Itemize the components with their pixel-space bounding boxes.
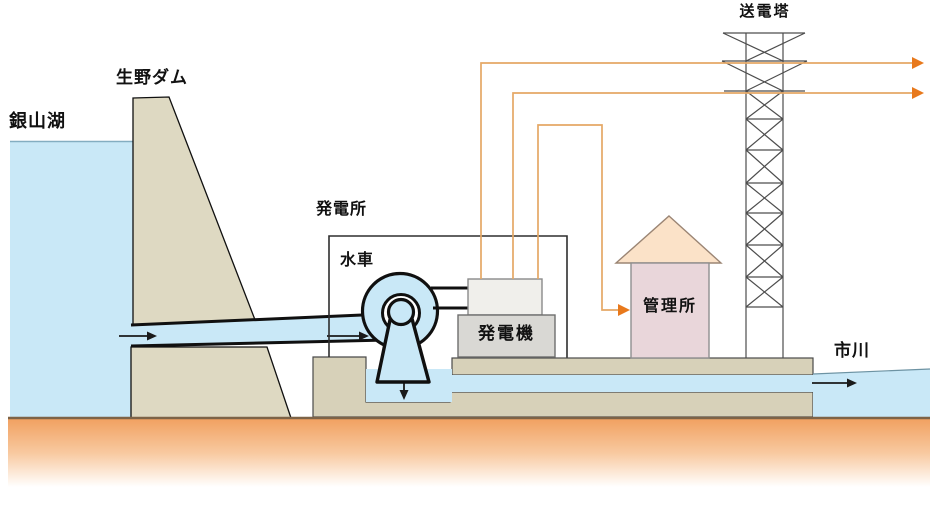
flow-arrowhead-penstock	[359, 331, 369, 341]
dam-label: 生野ダム	[116, 68, 188, 87]
river-surface-line	[812, 368, 930, 375]
office-roof	[614, 215, 723, 264]
generator-body-box	[457, 314, 556, 358]
flow-arrowhead-intake	[147, 331, 157, 341]
plant-label: 発電所	[316, 201, 368, 218]
power-line-office	[537, 124, 619, 311]
tailrace-channel-water	[452, 375, 813, 392]
river-water	[813, 369, 930, 417]
generator-label: 発電機	[478, 324, 535, 343]
power-lines	[480, 62, 913, 311]
power-line-2	[512, 92, 913, 279]
water-flow-arrows	[119, 331, 857, 400]
power-arrowhead-1	[912, 57, 924, 69]
power-arrowhead-2	[912, 87, 924, 99]
ground	[8, 419, 930, 487]
transmission-tower	[721, 32, 808, 358]
penstock-bottom-wall	[130, 338, 387, 348]
river-label: 市川	[834, 341, 870, 360]
dam-upper-shape	[132, 96, 258, 326]
powerhouse-building-outline	[328, 235, 568, 358]
power-arrowhead-office	[618, 304, 630, 316]
flow-arrowhead-river	[847, 378, 857, 388]
turbine-hub	[386, 297, 416, 327]
penstock-top-wall	[130, 312, 387, 327]
flow-arrowhead-drafttube	[399, 390, 409, 400]
lake-water	[10, 141, 133, 418]
turbine-label: 水車	[340, 252, 375, 269]
power-line-arrowheads	[618, 57, 924, 316]
generator-top-box	[467, 278, 543, 316]
office-building	[630, 262, 710, 359]
penstock-water	[131, 314, 386, 346]
office-label: 管理所	[642, 298, 697, 315]
power-line-1	[480, 62, 913, 279]
tower-label: 送電塔	[739, 3, 791, 20]
dam-lower-shape	[130, 346, 292, 419]
lake-label: 銀山湖	[9, 111, 66, 131]
platform-slab	[451, 357, 814, 376]
